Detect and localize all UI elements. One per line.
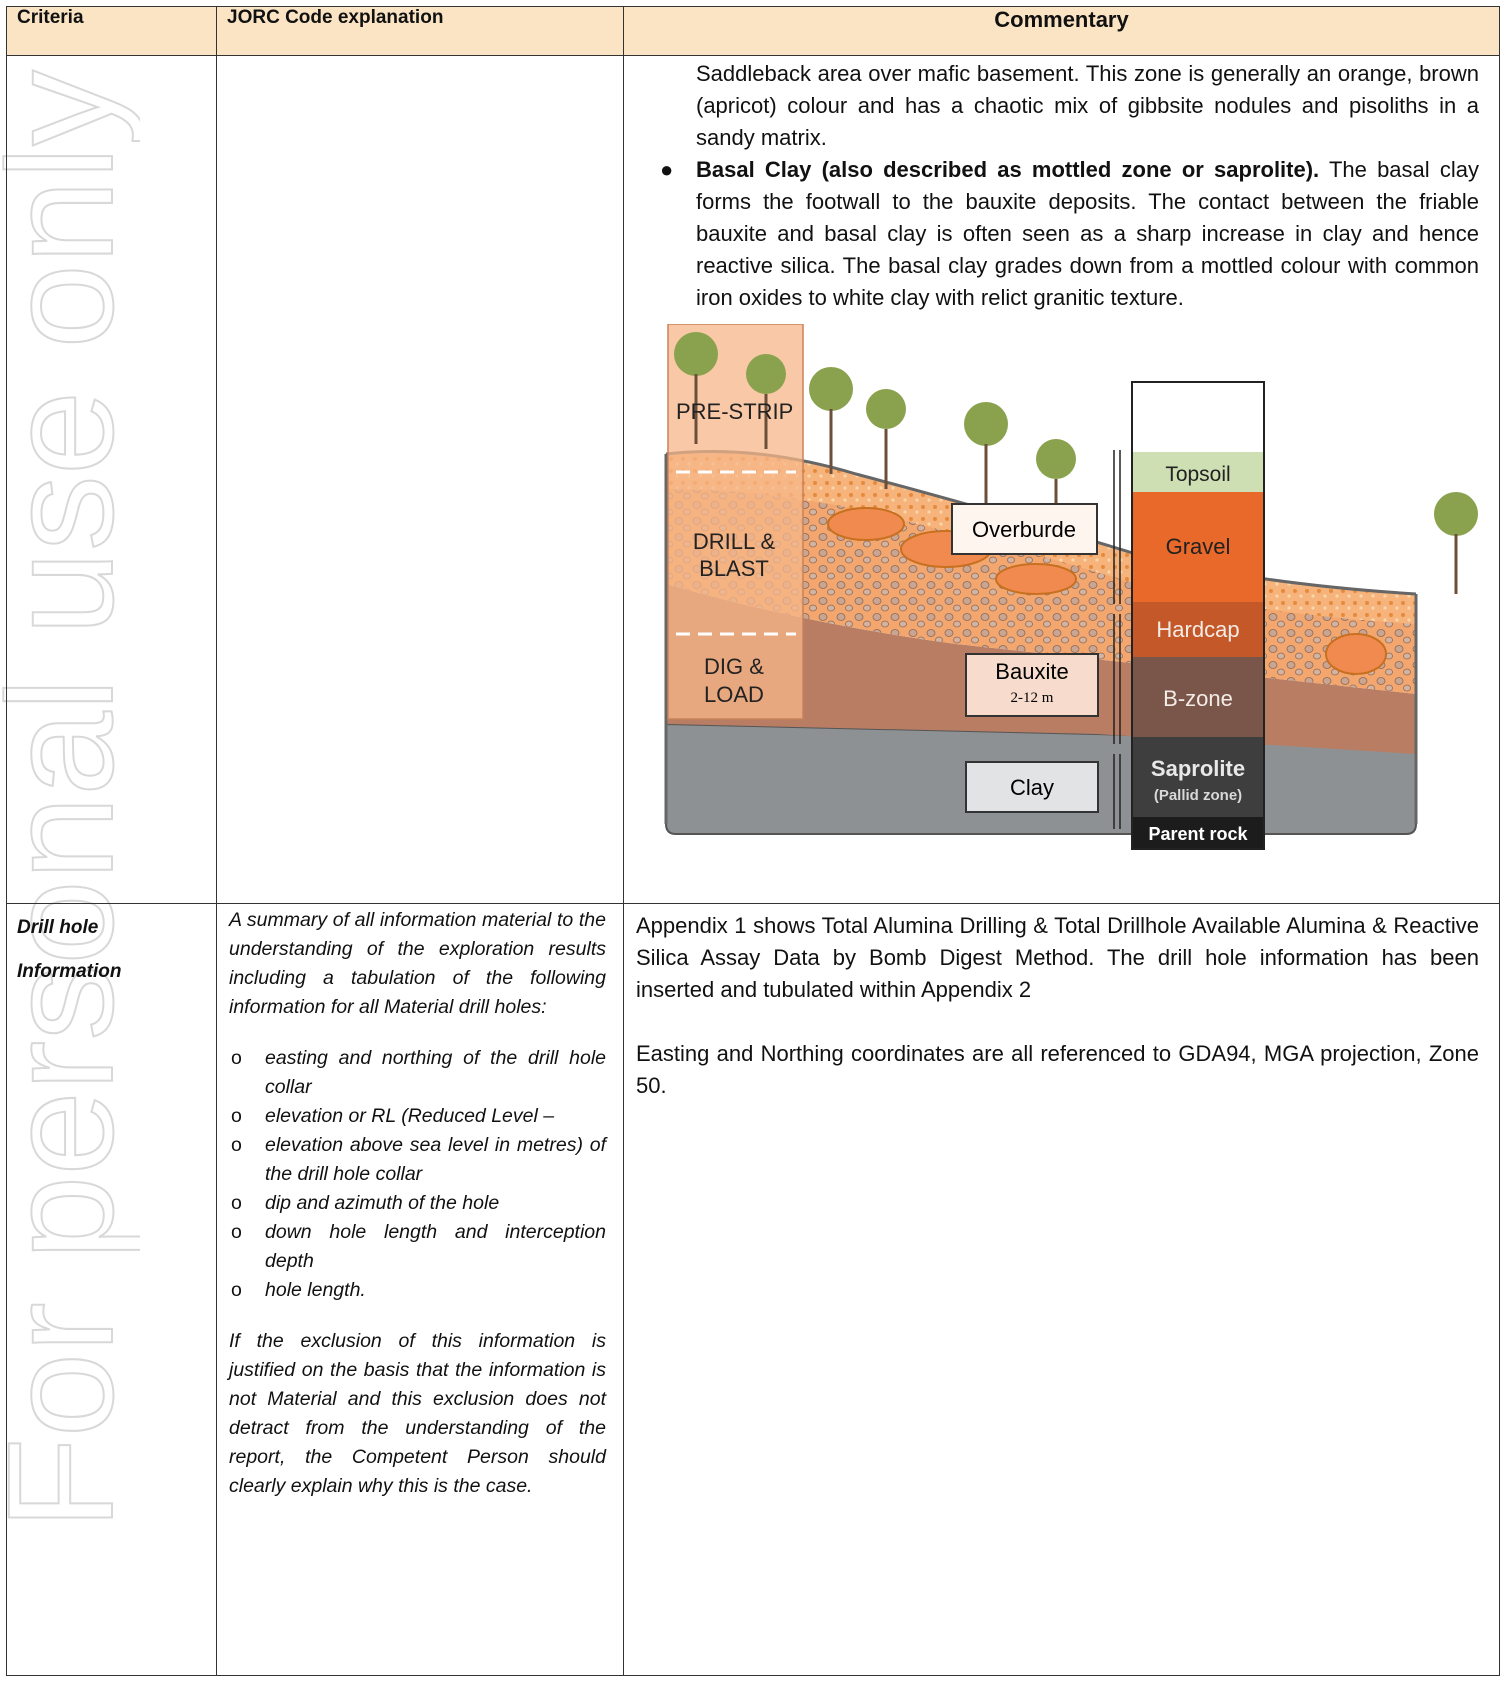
drill-label-2: BLAST [699, 556, 769, 581]
commentary-cell: Appendix 1 shows Total Alumina Drilling … [623, 903, 1500, 1676]
explanation-cell: A summary of all information material to… [216, 903, 624, 1676]
overburden-label: Overburde [972, 517, 1076, 542]
bauxite-range-label: 2-12 m [1011, 690, 1054, 706]
explanation-outro: If the exclusion of this information is … [229, 1330, 606, 1497]
basal-clay-heading: Basal Clay (also described as mottled zo… [696, 157, 1320, 182]
criteria-line-1: Drill hole [17, 917, 99, 938]
stratigraphic-column [1131, 381, 1265, 850]
basal-clay-text: The basal clay forms the footwall to the… [696, 157, 1479, 310]
commentary-paragraph-2: Easting and Northing coordinates are all… [636, 1041, 1479, 1098]
mining-stage-block [667, 323, 804, 720]
criteria-line-2: Information [17, 961, 122, 982]
bauxite-profile-diagram: PRE-STRIP DRILL & BLAST DIG & LOAD Overb… [664, 323, 1478, 850]
bzone-label: B-zone [1163, 686, 1233, 711]
tree-icons [674, 332, 1478, 536]
dig-label-2: LOAD [704, 682, 764, 707]
dig-label-1: DIG & [704, 654, 764, 679]
clay-label: Clay [1010, 775, 1054, 800]
jorc-table: Criteria JORC Code explanation Commentar… [6, 6, 1500, 1676]
criteria-cell: Drill hole Information [6, 903, 217, 1676]
continuation-text: Saddleback area over mafic basement. Thi… [696, 61, 1479, 150]
explanation-cell-empty [216, 55, 624, 904]
table-row: Saddleback area over mafic basement. Thi… [6, 55, 1500, 904]
gravel-label: Gravel [1166, 534, 1231, 559]
parent-rock-label: Parent rock [1148, 824, 1248, 844]
table-row: Drill hole Information A summary of all … [6, 903, 1500, 1676]
criteria-cell-empty [6, 55, 217, 904]
bauxite-label: Bauxite [995, 659, 1068, 684]
commentary-cell: Saddleback area over mafic basement. Thi… [623, 55, 1500, 904]
pallid-label: (Pallid zone) [1154, 787, 1242, 804]
saprolite-label: Saprolite [1151, 756, 1245, 781]
hardcap-label: Hardcap [1156, 617, 1239, 642]
header-jorc: JORC Code explanation [216, 6, 624, 56]
basal-clay-bullet: ● Basal Clay (also described as mottled … [660, 154, 1479, 314]
drill-label-1: DRILL & [693, 529, 776, 554]
topsoil-label: Topsoil [1165, 463, 1230, 486]
header-row: Criteria JORC Code explanation Commentar… [6, 6, 1500, 56]
commentary-paragraph-1: Appendix 1 shows Total Alumina Drilling … [636, 913, 1479, 1002]
bullet-icon: ● [660, 157, 674, 182]
prestrip-label: PRE-STRIP [676, 399, 793, 424]
header-commentary: Commentary [623, 6, 1500, 56]
explanation-intro: A summary of all information material to… [229, 909, 606, 1018]
header-criteria: Criteria [6, 6, 217, 56]
